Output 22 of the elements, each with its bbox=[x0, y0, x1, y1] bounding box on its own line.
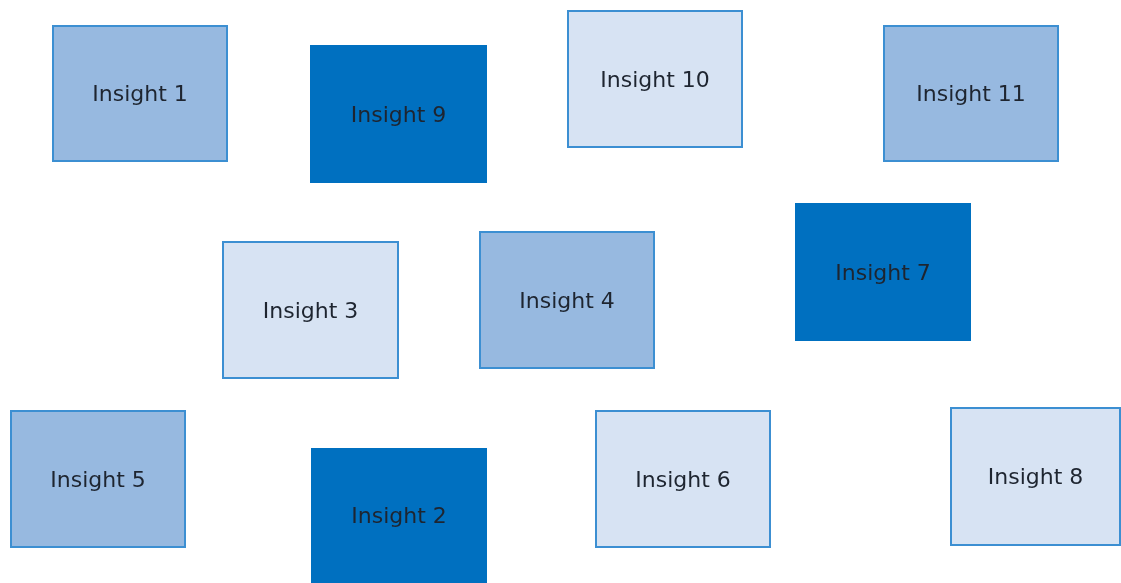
card-label: Insight 11 bbox=[916, 81, 1026, 106]
card-label: Insight 6 bbox=[635, 466, 731, 492]
card-label: Insight 1 bbox=[92, 81, 188, 106]
card-label: Insight 4 bbox=[519, 287, 615, 313]
insight-card bbox=[10, 410, 186, 548]
insight-card bbox=[950, 407, 1121, 546]
insight-card bbox=[567, 10, 743, 148]
insight-card bbox=[310, 45, 487, 183]
card-label: Insight 2 bbox=[351, 503, 447, 528]
card-label: Insight 3 bbox=[262, 297, 359, 323]
card-label: Insight 5 bbox=[50, 466, 146, 492]
insight-card bbox=[311, 448, 487, 583]
insight-card bbox=[795, 203, 971, 341]
card-label: Insight 8 bbox=[987, 464, 1084, 489]
insight-card bbox=[479, 231, 655, 369]
insight-card bbox=[52, 25, 228, 162]
card-label: Insight 7 bbox=[835, 259, 931, 285]
card-label: Insight 9 bbox=[350, 101, 447, 127]
insight-card bbox=[883, 25, 1059, 162]
card-label: Insight 10 bbox=[600, 66, 710, 92]
insight-card bbox=[595, 410, 771, 548]
insight-card bbox=[222, 241, 399, 379]
